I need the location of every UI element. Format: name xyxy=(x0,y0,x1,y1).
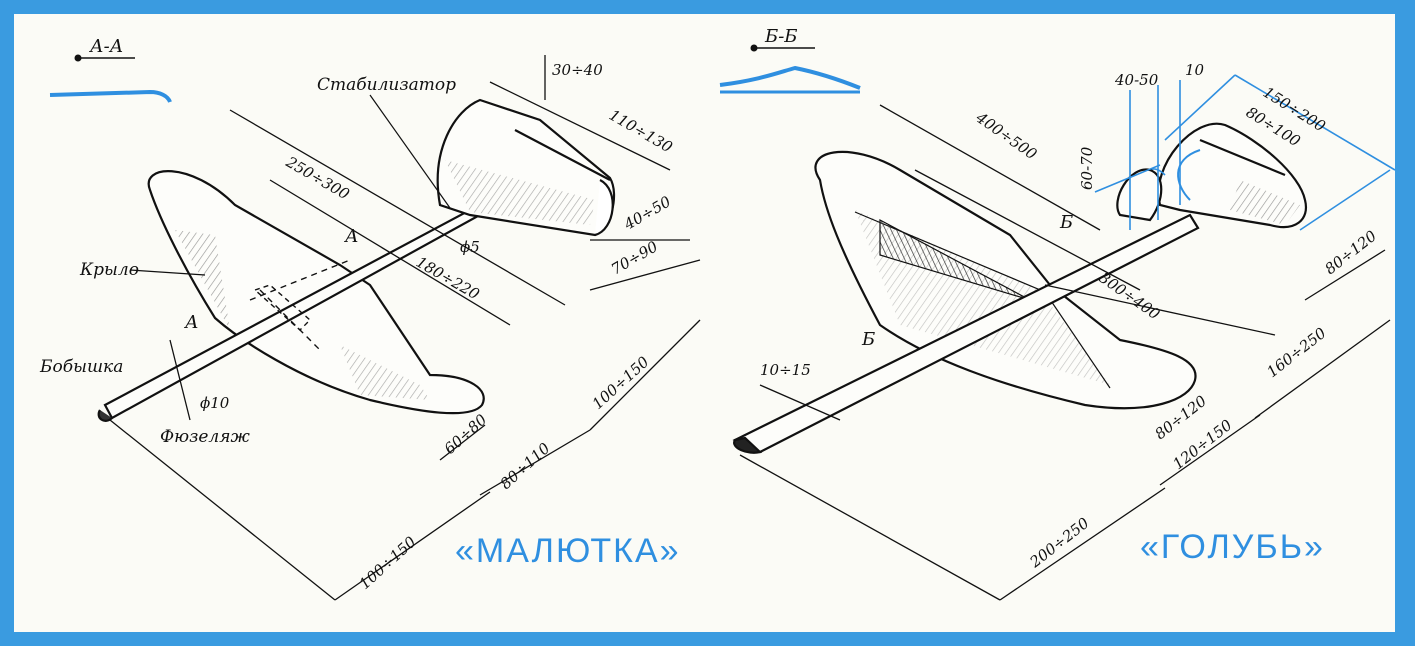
dim-250-300: 250÷300 xyxy=(282,152,353,203)
dim-100-150-bottom: 100÷150 xyxy=(356,533,420,593)
golub-section-label: Б-Б xyxy=(764,26,798,47)
golub-model xyxy=(732,74,1396,601)
dim-200-250: 200÷250 xyxy=(1026,514,1093,572)
dim-80-110: 80÷110 xyxy=(497,439,554,493)
dim-10-15: 10÷15 xyxy=(760,361,811,379)
golub-section-mark xyxy=(719,44,861,94)
malyutka-section-label: А-А xyxy=(88,36,123,57)
dim-40-50-fin: 40-50 xyxy=(1114,71,1159,89)
section-mark-b-lower: Б xyxy=(861,329,875,350)
dim-110-130: 110÷130 xyxy=(606,106,676,157)
dim-100-150-right: 100÷150 xyxy=(589,353,653,413)
dim-400-500: 400÷500 xyxy=(972,108,1041,164)
diameter-10-label: ϕ10 xyxy=(200,394,230,412)
dim-40-50: 40÷50 xyxy=(620,192,674,234)
wing-label: Крыло xyxy=(79,260,139,280)
diameter-5-label: ϕ5 xyxy=(460,238,480,256)
dim-180-220: 180÷220 xyxy=(413,253,483,304)
fuselage-label: Фюзеляж xyxy=(160,427,250,447)
dim-160-250: 160÷250 xyxy=(1263,324,1329,381)
dim-300-400: 300÷400 xyxy=(1096,269,1164,324)
dim-80-120-right: 80÷120 xyxy=(1321,227,1380,279)
section-mark-a-lower: А xyxy=(183,312,199,333)
dim-30-40: 30÷40 xyxy=(552,61,603,79)
section-mark-b-upper: Б xyxy=(1059,212,1073,233)
malyutka-model xyxy=(97,55,701,601)
section-mark-a-upper: А xyxy=(343,226,359,247)
dim-10-fin: 10 xyxy=(1185,61,1205,79)
stabilizer-label: Стабилизатор xyxy=(317,75,456,95)
malyutka-title: «МАЛЮТКА» xyxy=(455,532,681,570)
golub-title: «ГОЛУБЬ» xyxy=(1140,528,1325,566)
bobyshka-label: Бобышка xyxy=(39,357,123,377)
dim-60-70: 60-70 xyxy=(1078,146,1096,190)
malyutka-section-mark xyxy=(49,54,172,103)
dim-60-80: 60÷80 xyxy=(441,410,491,458)
